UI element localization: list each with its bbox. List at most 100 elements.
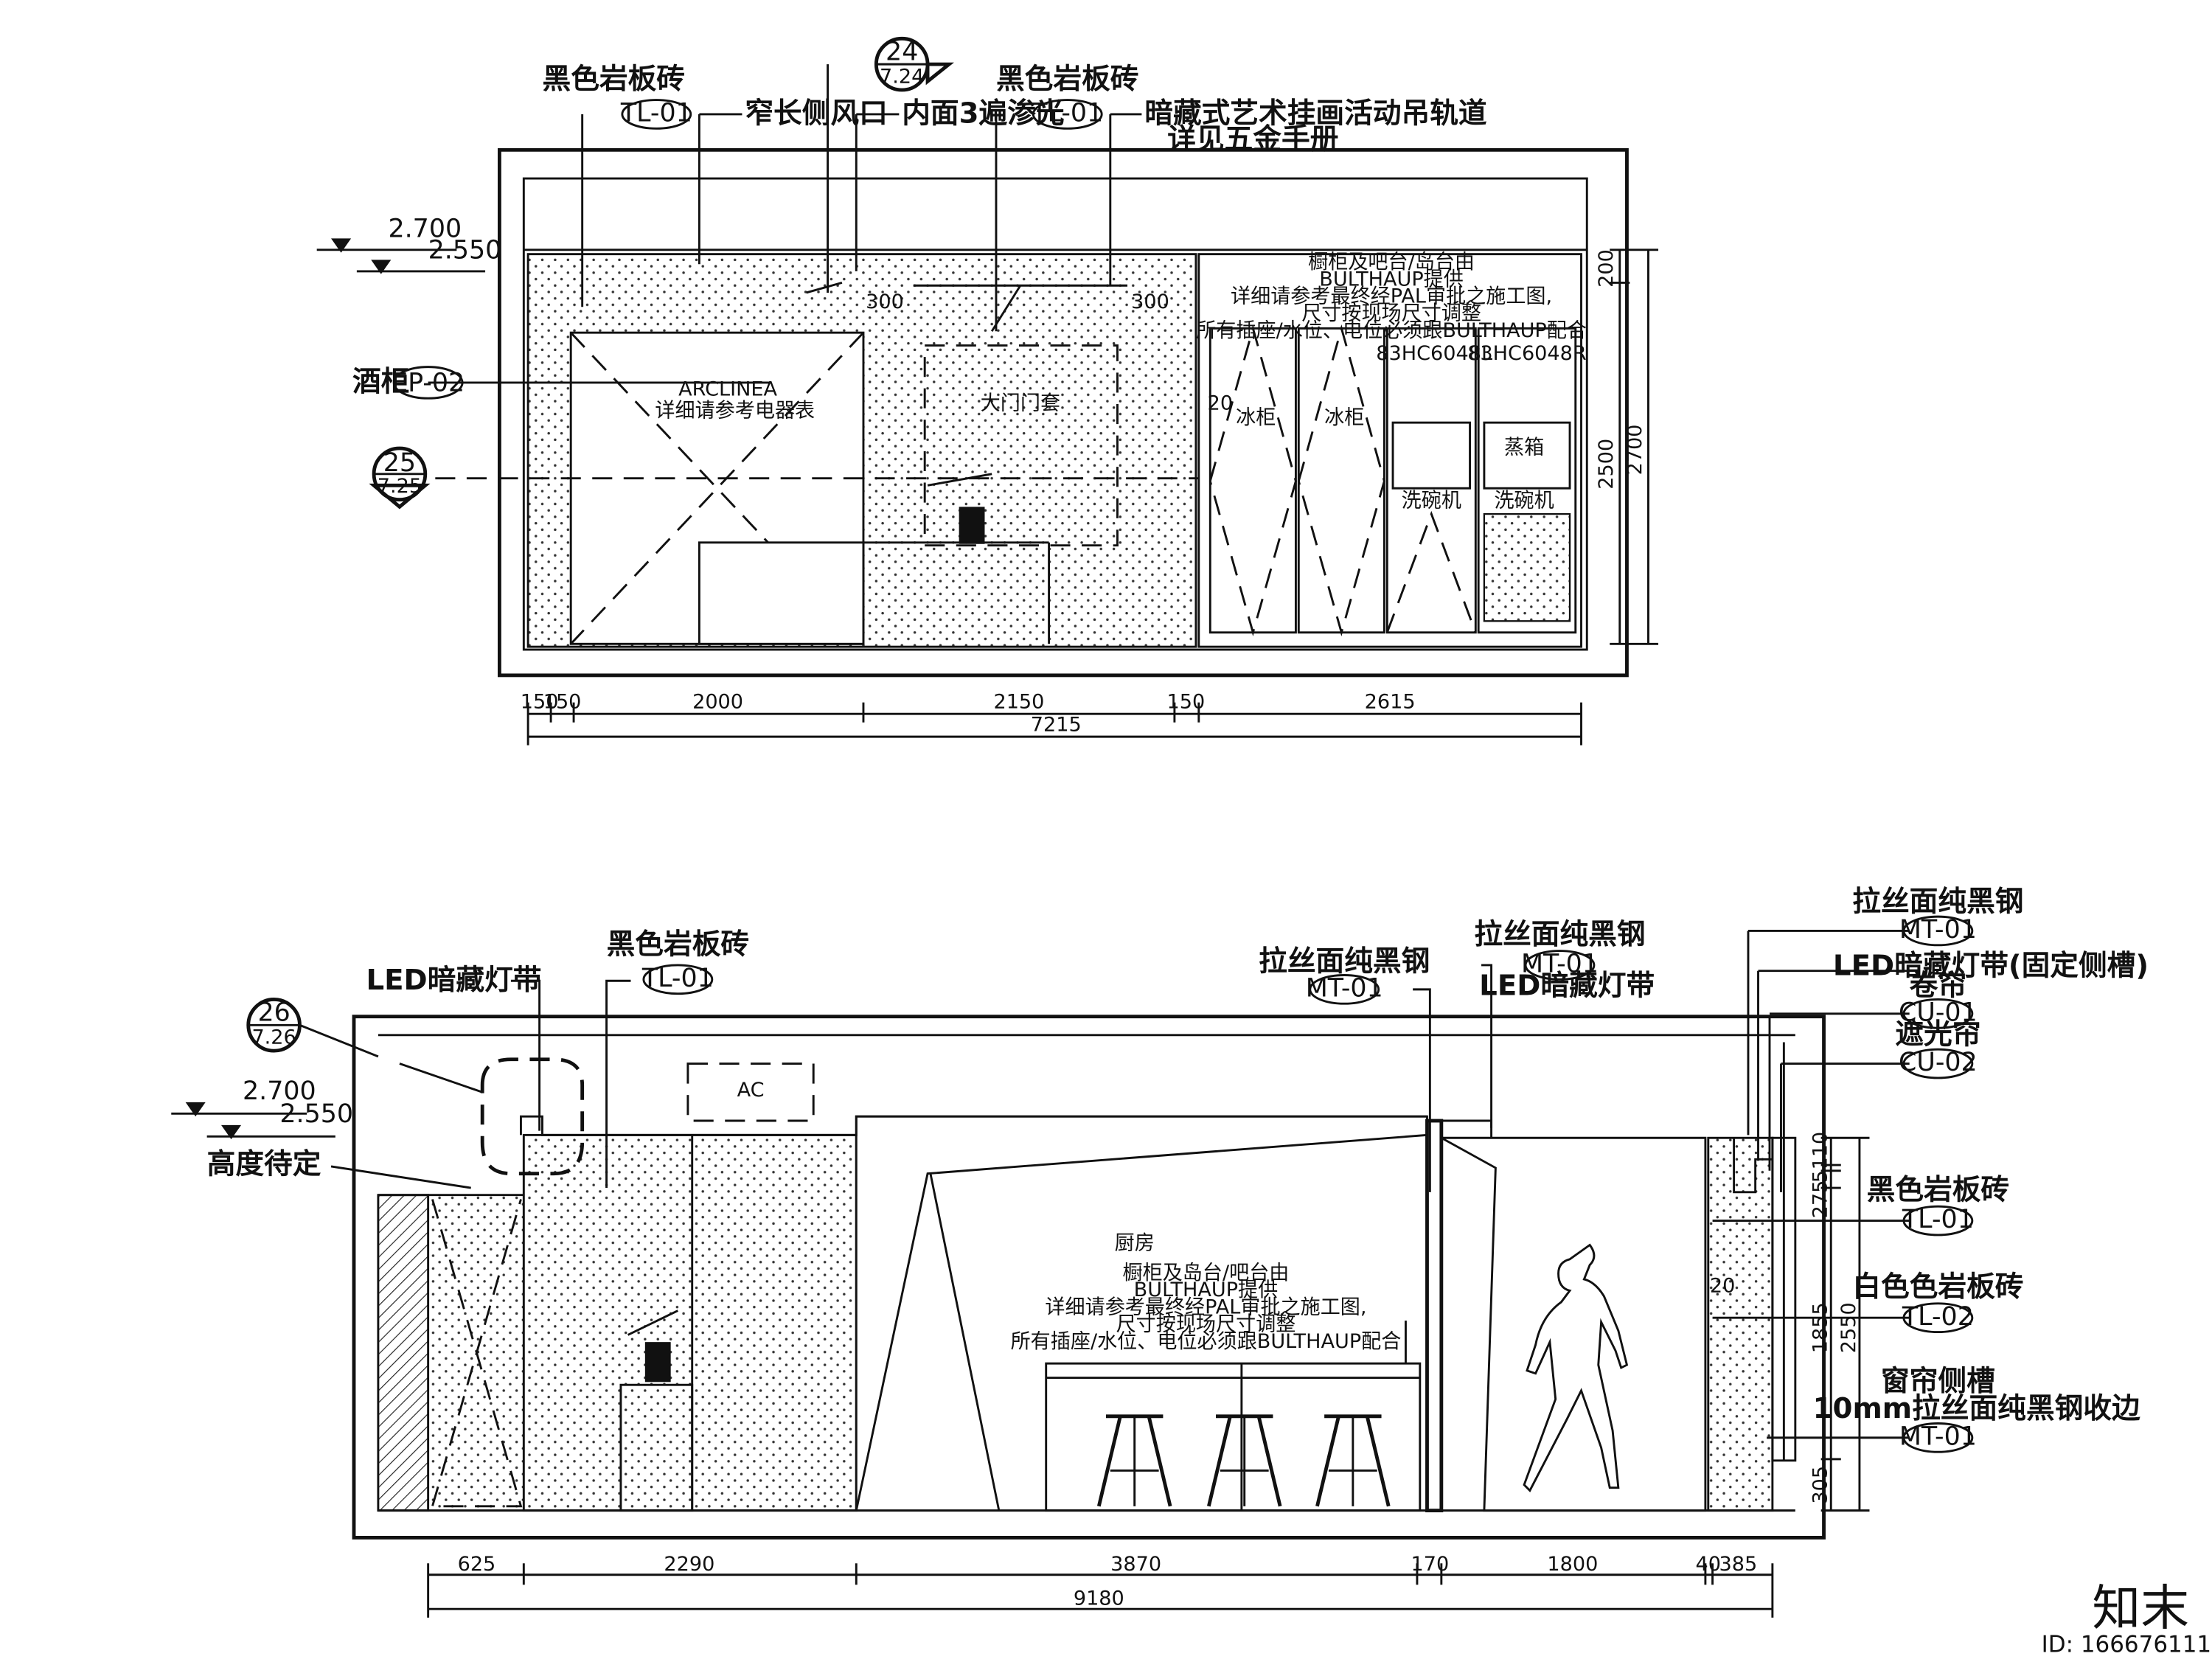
top-elevation: 黑色岩板砖 TL-01 窄长侧风口 内面3遍渗光 黑色岩板砖 TL-01 暗藏式… bbox=[316, 36, 1659, 745]
tag-r-tl01: TL-01 bbox=[1902, 1205, 1974, 1234]
tag-bubble-tl01-bottom bbox=[642, 964, 714, 995]
label-b-bulthaup-5: 所有插座/水位、电位必须跟BULTHAUP配合 bbox=[1011, 1330, 1402, 1353]
dim-top-right-2500: 2500 bbox=[1595, 439, 1618, 490]
dim-bottom-6: 385 bbox=[1719, 1553, 1758, 1576]
label-kitchen: 厨房 bbox=[1115, 1231, 1155, 1254]
tag-r-cu01: CU-01 bbox=[1899, 998, 1978, 1027]
tag-bubble-r-mt01-b bbox=[1902, 1422, 1974, 1453]
dim-top-2: 2000 bbox=[692, 690, 743, 713]
dim-bottom-4: 1800 bbox=[1547, 1553, 1598, 1576]
dim-bottom-0: 625 bbox=[458, 1553, 496, 1576]
dim-bottom-5: 40 bbox=[1696, 1553, 1721, 1576]
watermark-logo: 知末 bbox=[2092, 1580, 2189, 1637]
label-center-door: 大门门套 bbox=[981, 392, 1060, 415]
tag-bubble-tl01-b bbox=[1032, 99, 1103, 130]
callout-black-slab-top-1: 黑色岩板砖 bbox=[543, 63, 685, 96]
top-appliance-col-2 bbox=[1477, 327, 1577, 634]
svg-text:2.550: 2.550 bbox=[428, 235, 502, 265]
dim-bottom-right-3: 1855 bbox=[1809, 1302, 1832, 1353]
bottom-dimension-lines bbox=[427, 1563, 1774, 1618]
svg-text:24: 24 bbox=[886, 37, 918, 66]
top-door-dashed bbox=[923, 344, 1119, 547]
callout-track-1: 暗藏式艺术挂画活动吊轨道 bbox=[1144, 97, 1487, 131]
tag-bubble-r-tl02 bbox=[1902, 1302, 1974, 1334]
top-vent-grille bbox=[959, 507, 985, 544]
svg-text:7.26: 7.26 bbox=[251, 1026, 296, 1048]
human-scale-figure bbox=[1523, 1243, 1629, 1492]
bottom-counter bbox=[1045, 1362, 1422, 1512]
label-bulthaup-5: 所有插座/水位、电位必须跟BULTHAUP配合 bbox=[1196, 319, 1587, 342]
label-angle-top: 20 bbox=[1208, 392, 1233, 415]
top-oven-1 bbox=[1391, 421, 1471, 490]
bar-stool-2 bbox=[1207, 1414, 1282, 1507]
dim-top-right-2700: 2700 bbox=[1624, 424, 1646, 475]
callout-vent: 窄长侧风口 bbox=[745, 97, 887, 131]
label-small-b: 洗碗机 bbox=[1494, 489, 1554, 512]
top-fridge-left-diag bbox=[1208, 324, 1297, 637]
label-b-bulthaup-3: 详细请参考最终经PAL审批之施工图, bbox=[1045, 1295, 1366, 1318]
dim-bottom-right-5: 305 bbox=[1809, 1466, 1832, 1504]
svg-text:7.25: 7.25 bbox=[378, 475, 422, 498]
svg-text:2.700: 2.700 bbox=[388, 214, 462, 243]
bottom-left-diag bbox=[431, 1199, 523, 1508]
label-b-bulthaup-1: 橱柜及岛台/吧台由 bbox=[1123, 1262, 1290, 1284]
bottom-vent-grille bbox=[644, 1342, 671, 1382]
callout-r-steel: 拉丝面纯黑钢 bbox=[1852, 885, 2023, 918]
top-lower-diag-1 bbox=[1385, 510, 1477, 633]
top-outer-frame bbox=[498, 147, 1629, 678]
label-bulthaup-1: 橱柜及吧台/岛台由 bbox=[1308, 251, 1475, 274]
label-model-r: 83HC6048R bbox=[1467, 342, 1587, 365]
svg-text:2.550: 2.550 bbox=[279, 1099, 353, 1129]
label-bulthaup-2: BULTHAUP提供 bbox=[1319, 268, 1464, 291]
bottom-left-hatch bbox=[377, 1194, 430, 1512]
top-counter-blank bbox=[698, 541, 865, 645]
label-arclinea-note: 详细请参考电器表 bbox=[655, 399, 815, 422]
bottom-outer-frame bbox=[352, 1015, 1826, 1540]
callout-r-edge: 10mm拉丝面纯黑钢收边 bbox=[1813, 1392, 2140, 1425]
label-300-a: 300 bbox=[866, 291, 904, 313]
callout-r-led: LED暗藏灯带(固定侧槽) bbox=[1833, 949, 2149, 982]
tag-bubble-r-mt01 bbox=[1902, 915, 1974, 947]
tag-tl01-top-a: TL-01 bbox=[620, 99, 692, 128]
dim-bottom-2: 3870 bbox=[1110, 1553, 1161, 1576]
label-arclinea: ARCLINEA bbox=[678, 378, 777, 400]
tag-tl01-top-b: TL-01 bbox=[1031, 99, 1103, 128]
callout-height-tbd: 高度待定 bbox=[207, 1148, 321, 1181]
top-door-arc-line bbox=[927, 473, 992, 487]
dim-bottom-right-2: 275 bbox=[1809, 1180, 1832, 1219]
top-oven-2 bbox=[1483, 421, 1571, 490]
callout-wine-cabinet: 酒柜 bbox=[352, 366, 409, 399]
dim-bottom-3: 170 bbox=[1411, 1553, 1450, 1576]
top-appliance-col-1 bbox=[1385, 327, 1477, 634]
label-bulthaup-4: 尺寸按现场尺寸调整 bbox=[1301, 302, 1481, 325]
bottom-right-stone bbox=[1707, 1136, 1774, 1512]
tag-tl01-bottom: TL-01 bbox=[641, 964, 714, 993]
top-right-cabinet-block bbox=[1197, 253, 1582, 648]
callout-r-blackout: 遮光帘 bbox=[1895, 1018, 1980, 1051]
tag-r-cu02: CU-02 bbox=[1899, 1048, 1978, 1077]
tag-bubble-mt01-b bbox=[1524, 950, 1596, 981]
top-fridge-right bbox=[1297, 327, 1385, 634]
dim-bottom-right-0: 110 bbox=[1809, 1132, 1832, 1170]
bottom-main-stone bbox=[522, 1133, 858, 1512]
svg-text:7.24: 7.24 bbox=[880, 65, 924, 88]
top-room-outline bbox=[522, 177, 1588, 651]
callout-brushed-steel-2: 拉丝面纯黑钢 bbox=[1474, 918, 1645, 951]
tag-bubble-mt01-a bbox=[1309, 974, 1380, 1005]
top-fridge-right-diag bbox=[1297, 324, 1385, 637]
label-b-bulthaup-4: 尺寸按现场尺寸调整 bbox=[1116, 1313, 1296, 1336]
top-level-marks: 2.700 2.550 bbox=[316, 214, 502, 274]
bottom-steel-column bbox=[1425, 1119, 1444, 1513]
tag-r-mt01: MT-01 bbox=[1899, 915, 1977, 945]
callout-r-roller: 卷帘 bbox=[1910, 970, 1966, 1003]
svg-text:2.700: 2.700 bbox=[243, 1077, 316, 1106]
callout-paint: 内面3遍渗光 bbox=[902, 97, 1064, 131]
top-leaders bbox=[428, 64, 1142, 384]
bottom-cove-slope bbox=[399, 1062, 483, 1093]
tag-bubble-tl01-a bbox=[621, 99, 692, 130]
label-bulthaup-3: 详细请参考最终经PAL审批之施工图, bbox=[1231, 285, 1552, 307]
callout-r-black-slab: 黑色岩板砖 bbox=[1867, 1173, 2009, 1206]
tag-bubble-r-cu01 bbox=[1902, 998, 1974, 1029]
callout-led-mid: LED暗藏灯带 bbox=[1479, 970, 1655, 1003]
